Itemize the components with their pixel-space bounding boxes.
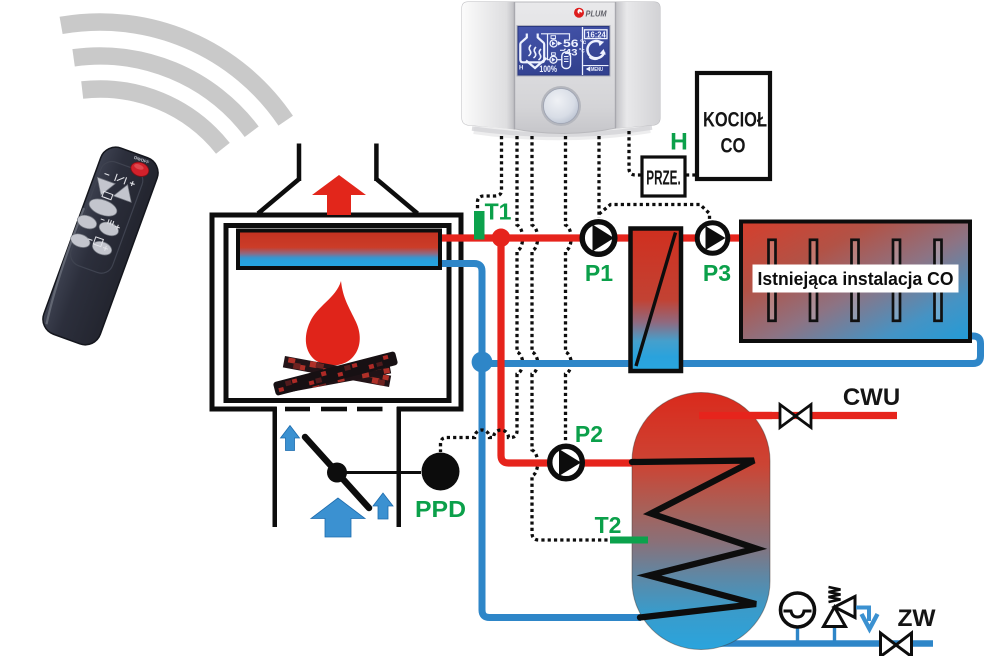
svg-text:PPD: PPD — [415, 496, 466, 522]
svg-text:56: 56 — [563, 38, 579, 50]
svg-text:ON/OFF: ON/OFF — [133, 155, 150, 165]
svg-text:PRZE.: PRZE. — [646, 168, 681, 190]
svg-text:CO: CO — [721, 134, 746, 158]
svg-text:T1: T1 — [485, 199, 512, 225]
svg-text:43: 43 — [565, 48, 578, 58]
svg-text:16:24: 16:24 — [586, 30, 606, 39]
svg-text:KOCIOŁ: KOCIOŁ — [703, 108, 767, 132]
svg-text:H: H — [519, 66, 523, 72]
svg-text:ZW: ZW — [897, 605, 936, 632]
svg-text:MENU: MENU — [591, 67, 603, 73]
svg-text:T2: T2 — [595, 512, 622, 538]
svg-text:P3: P3 — [703, 260, 731, 286]
svg-text:P2: P2 — [575, 421, 603, 447]
svg-text:°c: °c — [580, 38, 587, 46]
svg-text:P1: P1 — [585, 260, 613, 286]
svg-text:PLUM: PLUM — [586, 9, 608, 19]
svg-text:Istniejąca instalacja CO: Istniejąca instalacja CO — [758, 269, 954, 289]
svg-text:CWU: CWU — [843, 384, 900, 411]
svg-text:H: H — [670, 129, 688, 156]
svg-text:100%: 100% — [539, 64, 557, 74]
